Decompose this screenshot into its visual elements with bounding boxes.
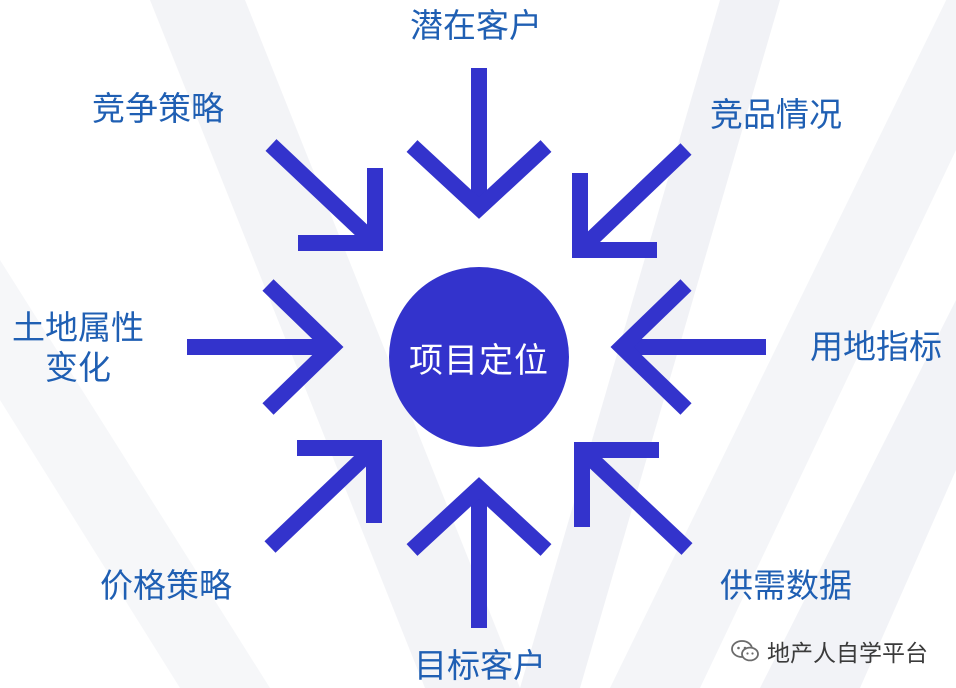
- arrow-from-right: [610, 279, 766, 415]
- factor-left-line2: 变化: [45, 348, 111, 387]
- factor-bottom-left: 价格策略: [100, 566, 232, 605]
- wechat-icon: [731, 640, 759, 662]
- arrow-from-bottom-left: [264, 440, 382, 553]
- factor-top-left: 竞争策略: [92, 89, 224, 128]
- watermark-text: 地产人自学平台: [767, 641, 928, 667]
- factor-right: 用地指标: [810, 327, 942, 366]
- center-node-label: 项目定位: [409, 340, 549, 381]
- factor-top: 潜在客户: [410, 6, 542, 45]
- factor-left-line1: 土地属性: [12, 308, 144, 347]
- center-node: 项目定位: [389, 267, 569, 447]
- arrow-from-top-left: [265, 139, 383, 251]
- arrow-from-top-right: [572, 143, 692, 258]
- factor-left: 土地属性 变化: [12, 308, 144, 388]
- arrow-from-top: [406, 68, 552, 219]
- arrow-from-left: [187, 279, 344, 415]
- factor-top-right: 竞品情况: [710, 95, 842, 134]
- factor-bottom: 目标客户: [414, 646, 546, 685]
- watermark: 地产人自学平台: [731, 634, 928, 668]
- factor-bottom-right: 供需数据: [720, 566, 852, 605]
- arrow-from-bottom-right: [574, 442, 693, 555]
- arrow-from-bottom: [406, 477, 552, 628]
